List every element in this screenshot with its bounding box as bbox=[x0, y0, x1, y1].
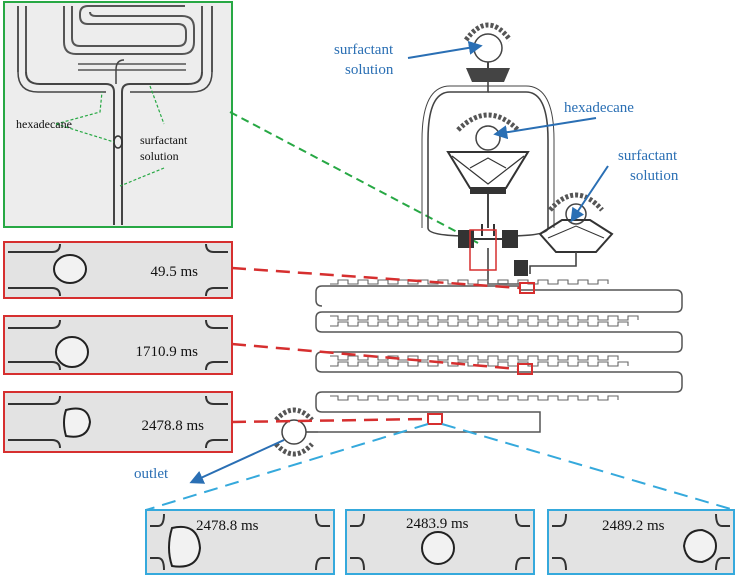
arrow-top-surfactant bbox=[407, 40, 483, 59]
hexadecane-inlet bbox=[446, 112, 530, 228]
chip-schematic bbox=[274, 22, 683, 457]
left-panel-1-time: 49.5 ms bbox=[150, 264, 198, 280]
arrow-hexadecane bbox=[493, 117, 597, 140]
label-surfactant-right-line2: solution bbox=[630, 168, 679, 184]
label-surfactant-right-line1: surfactant bbox=[618, 148, 678, 164]
bottom-panel-1: 2478.8 ms bbox=[145, 509, 335, 575]
left-panel-1: 49.5 ms bbox=[3, 241, 233, 299]
inset-connector-line bbox=[229, 111, 479, 244]
arrow-right-surfactant bbox=[570, 165, 609, 223]
left-panel-3: 2478.8 ms bbox=[3, 391, 233, 453]
label-surfactant-top-line2: solution bbox=[345, 62, 394, 78]
inset-hexadecane-label: hexadecane bbox=[16, 117, 72, 131]
connector-cyan-left bbox=[145, 423, 429, 511]
left-panel-3-time: 2478.8 ms bbox=[141, 418, 204, 434]
junction-inset: hexadecane surfactant solution bbox=[3, 1, 233, 228]
left-panel-2-time: 1710.9 ms bbox=[135, 344, 198, 360]
bottom-panel-3: 2489.2 ms bbox=[547, 509, 735, 575]
arrow-outlet bbox=[189, 439, 285, 484]
connector-red-2 bbox=[231, 342, 519, 371]
label-hexadecane: hexadecane bbox=[564, 100, 634, 116]
bottom-panel-2-time: 2483.9 ms bbox=[406, 516, 469, 532]
inset-surfactant-label-line1: surfactant bbox=[140, 133, 188, 147]
left-panel-2: 1710.9 ms bbox=[3, 315, 233, 375]
bottom-panel-1-time: 2478.8 ms bbox=[196, 518, 259, 534]
observation-box-3 bbox=[427, 413, 443, 425]
outlet-port bbox=[274, 407, 318, 457]
junction-highlight-box bbox=[469, 229, 497, 271]
label-outlet: outlet bbox=[134, 466, 169, 482]
bottom-panel-2: 2483.9 ms bbox=[345, 509, 535, 575]
right-surfactant-inlet bbox=[514, 192, 614, 276]
bottom-panel-3-time: 2489.2 ms bbox=[602, 518, 665, 534]
label-surfactant-top-line1: surfactant bbox=[334, 42, 394, 58]
connector-red-3 bbox=[231, 417, 429, 424]
inset-surfactant-label-line2: solution bbox=[140, 149, 179, 163]
connector-red-1 bbox=[231, 266, 521, 290]
flow-focusing-junction bbox=[458, 224, 520, 285]
top-surfactant-inlet bbox=[463, 22, 513, 82]
connector-cyan-right bbox=[441, 423, 735, 511]
